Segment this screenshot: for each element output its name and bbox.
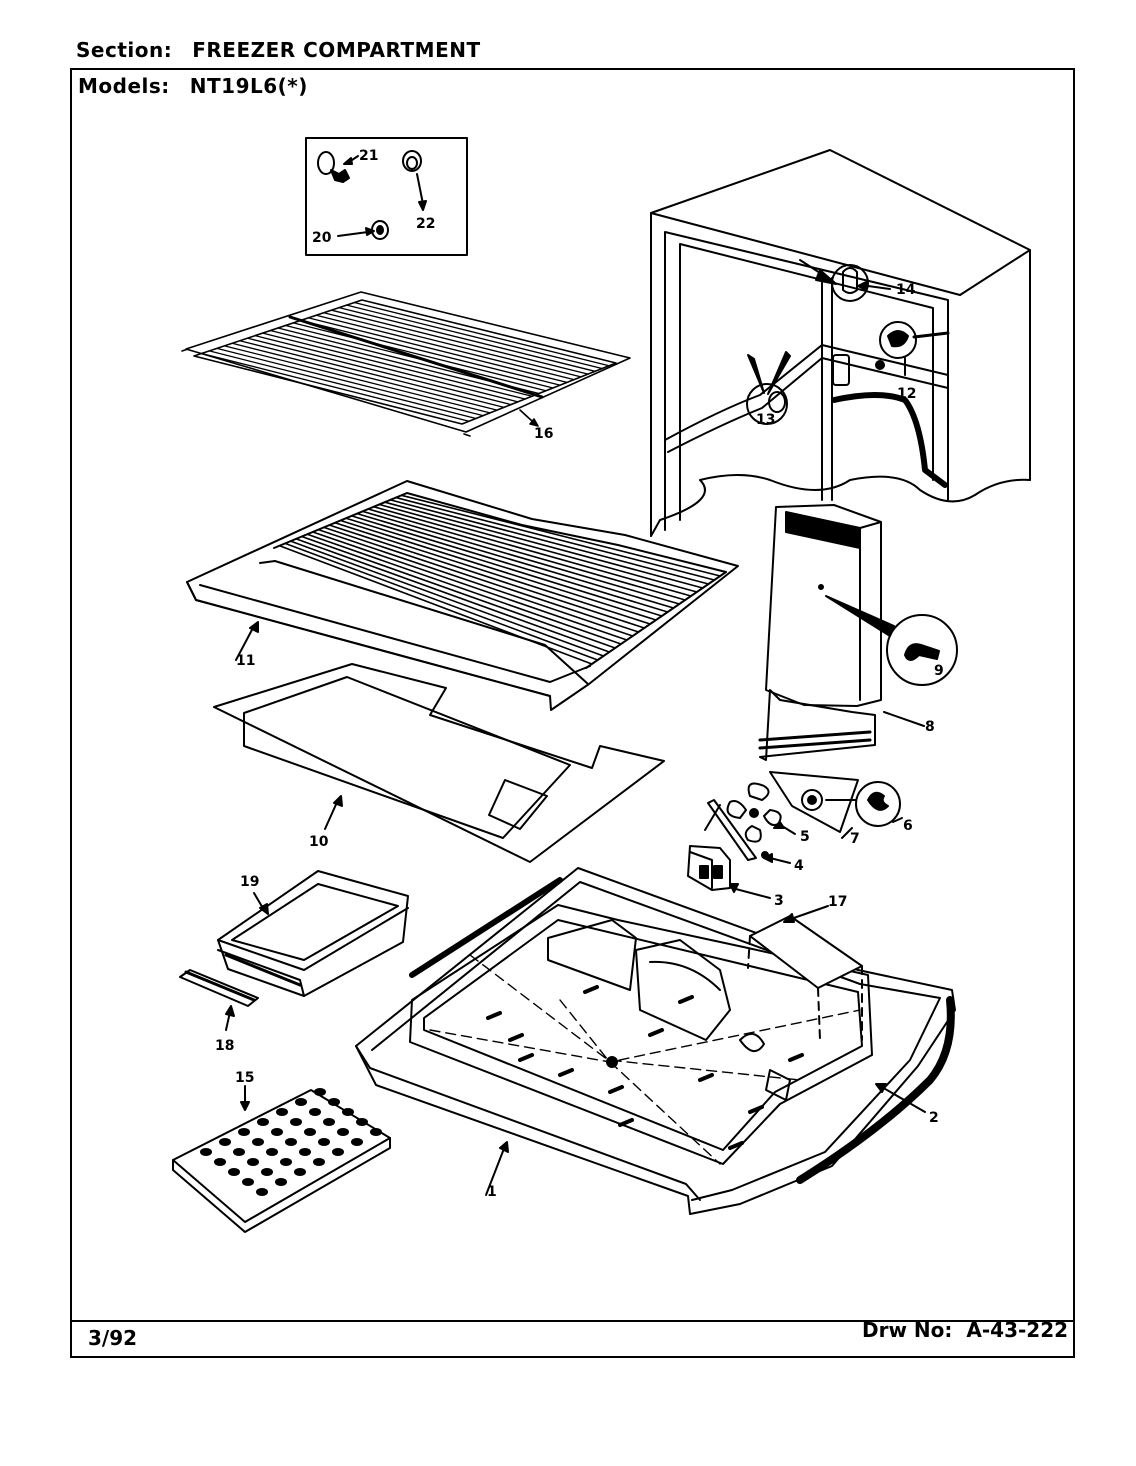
callout-9: 9 (934, 663, 944, 679)
callout-22: 22 (416, 216, 435, 232)
freezer-cabinet (650, 149, 1031, 537)
part-18-bin-rail (179, 969, 259, 1031)
callout-13: 13 (756, 412, 775, 428)
part-15-ice-cube-tray (172, 1085, 391, 1233)
ice-tray-cells (200, 1088, 382, 1196)
callout-12: 12 (897, 386, 916, 402)
callout-17: 17 (828, 894, 847, 910)
callout-8: 8 (925, 719, 935, 735)
shelf-wire-rods (200, 301, 610, 422)
callout-18: 18 (215, 1038, 234, 1054)
part-8-air-duct (758, 504, 925, 761)
small-parts-inset (305, 137, 468, 256)
part-17-cover (747, 905, 863, 1041)
callout-16: 16 (534, 426, 553, 442)
callout-6: 6 (903, 818, 913, 834)
part-20-washer (337, 220, 389, 240)
part-3-fan-motor (687, 845, 771, 899)
drawing-number: Drw No: A-43-222 (862, 1318, 1068, 1342)
drawing-number-label: Drw No: (862, 1318, 953, 1342)
part-2-trim-strip (796, 996, 955, 1184)
part-5-fan-blade (726, 782, 796, 843)
section-value: FREEZER COMPARTMENT (192, 38, 481, 62)
part-12-light-socket (879, 321, 950, 376)
callout-labels: 1 2 3 4 5 6 7 8 9 10 11 12 13 14 15 16 1… (215, 148, 944, 1200)
floor-drain-slots (486, 985, 804, 1150)
callout-5: 5 (800, 829, 810, 845)
models-label: Models: (78, 74, 170, 98)
callout-15: 15 (235, 1070, 254, 1086)
shelf-grill-lines (278, 494, 721, 665)
callout-11: 11 (236, 653, 255, 669)
part-11-shelf-frame (186, 480, 739, 711)
part-13-light-bulb (746, 351, 791, 425)
callout-4: 4 (794, 858, 804, 874)
part-9-screw (886, 614, 958, 686)
callout-20: 20 (312, 230, 332, 246)
footer-rule (70, 1320, 1075, 1322)
part-14-thermostat-knob (799, 259, 891, 302)
section-label: Section: (76, 38, 173, 62)
part-10-insulation-panel (213, 663, 665, 863)
part-22-grommet (402, 150, 427, 211)
callout-14: 14 (896, 282, 916, 298)
callout-2: 2 (929, 1110, 939, 1126)
section-heading: Section: FREEZER COMPARTMENT (76, 38, 481, 62)
part-4-motor-bracket-clip (704, 799, 791, 864)
models-value: NT19L6(*) (189, 74, 308, 98)
part-6-grommet (855, 781, 903, 827)
part-19-storage-bin (217, 870, 409, 997)
callout-21: 21 (359, 148, 378, 164)
callout-10: 10 (309, 834, 329, 850)
callout-3: 3 (774, 893, 784, 909)
part-21-clip (317, 151, 350, 183)
drawing-number-value: A-43-222 (966, 1318, 1069, 1342)
part-16-wire-shelf (181, 291, 631, 437)
callout-1: 1 (487, 1184, 497, 1200)
callout-19: 19 (240, 874, 259, 890)
callout-7: 7 (850, 831, 860, 847)
part-1-freezer-floor (355, 867, 956, 1215)
revision-date: 3/92 (88, 1326, 138, 1350)
drawing-frame (70, 68, 1075, 1358)
part-7-motor-bracket (769, 771, 859, 839)
models-heading: Models: NT19L6(*) (78, 74, 308, 98)
